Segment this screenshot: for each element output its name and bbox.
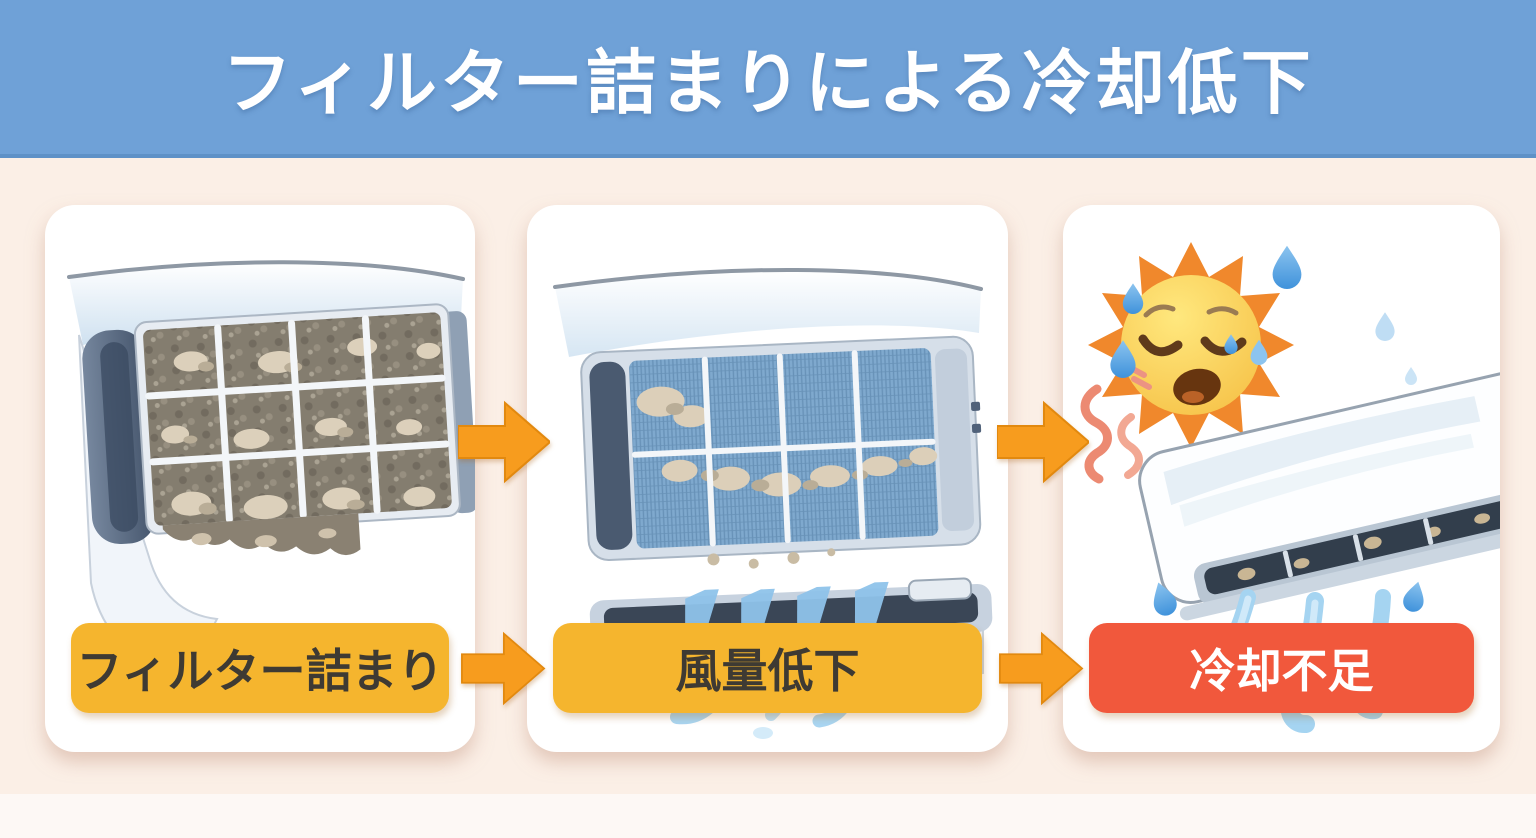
flow-arrow-icon	[460, 631, 546, 706]
page-title: フィルター詰まりによる冷却低下	[222, 43, 1314, 122]
step-panel-clogged-filter: フィルター詰まり	[45, 205, 475, 752]
step-label-airflow-drop: 風量低下	[553, 623, 982, 713]
flow-arrow-icon	[458, 400, 550, 484]
step-label-text: フィルター詰まり	[76, 645, 444, 697]
header-banner: フィルター詰まりによる冷却低下	[0, 0, 1536, 158]
step-label-text: 冷却不足	[1189, 645, 1374, 697]
flow-arrow-icon	[997, 400, 1089, 484]
flow-arrow-icon	[998, 631, 1084, 706]
step-label-filter-clog: フィルター詰まり	[71, 623, 449, 713]
step-label-cooling-shortage: 冷却不足	[1089, 623, 1474, 713]
background-bottom-strip	[0, 794, 1536, 838]
step-panel-weak-airflow: 風量低下	[527, 205, 1008, 752]
ac-unit-illustration	[1138, 363, 1500, 621]
heat-wave-icon	[1080, 384, 1143, 484]
sweating-sun-face	[1088, 242, 1302, 448]
step-panel-insufficient-cooling: 冷却不足	[1063, 205, 1500, 752]
step-label-text: 風量低下	[675, 645, 860, 697]
